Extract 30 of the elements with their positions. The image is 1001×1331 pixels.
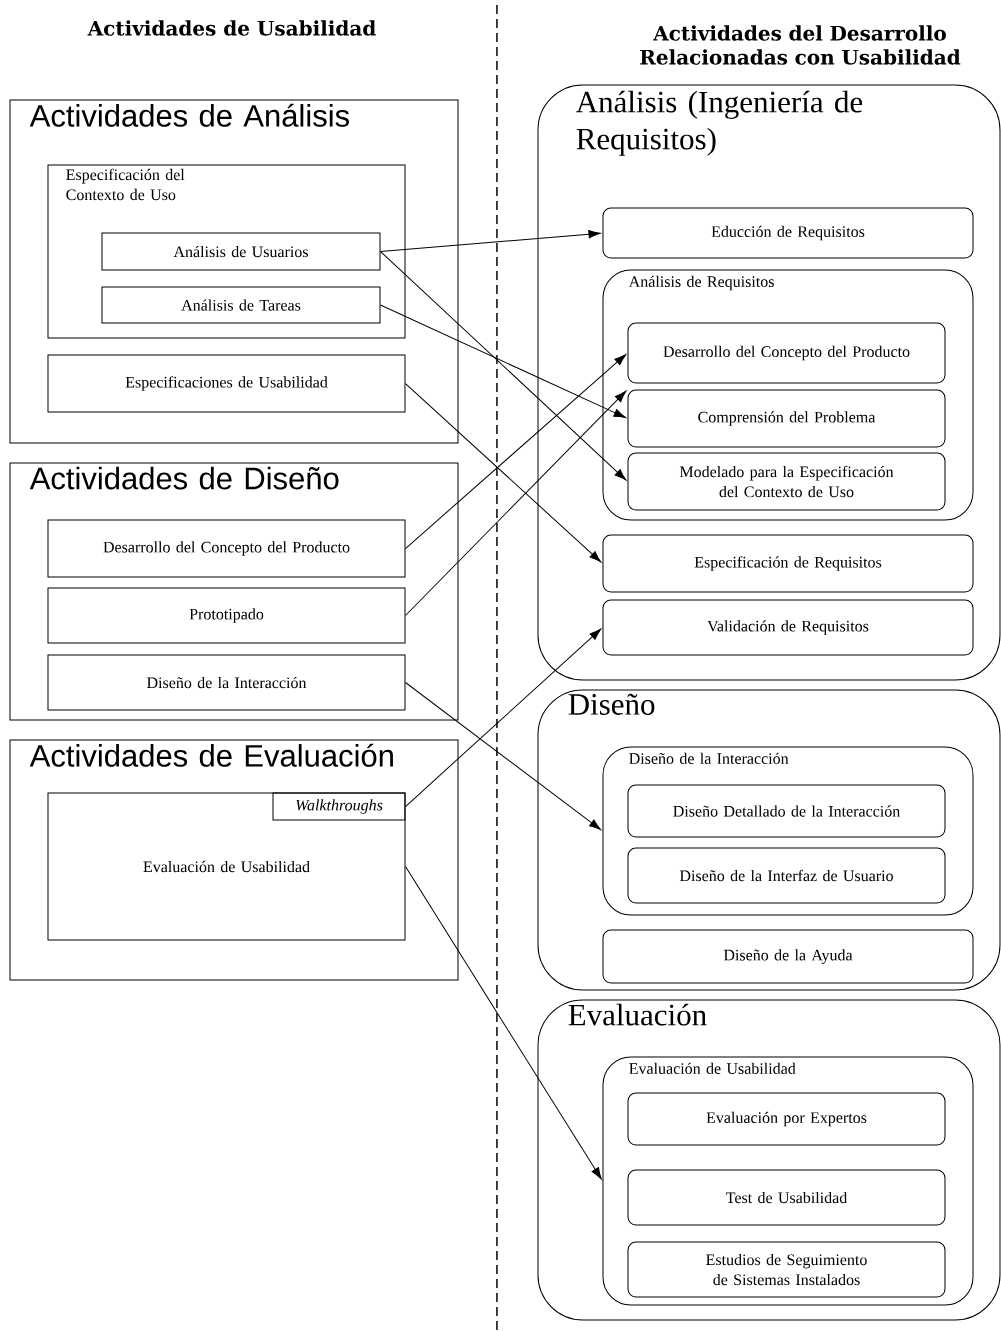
activity-box: Diseño de la Interacción xyxy=(47,654,406,711)
activity-box: Estudios de Seguimiento de Sistemas Instalados xyxy=(627,1241,946,1298)
activity-box: Análisis de Tareas xyxy=(101,286,381,324)
arrow xyxy=(380,304,626,418)
arrow xyxy=(405,682,602,831)
arrow xyxy=(380,251,627,481)
activity-box: Validación de Requisitos xyxy=(602,599,974,656)
activity-box: Especificaciones de Usabilidad xyxy=(47,354,406,413)
activity-box: Desarrollo del Concepto del Producto xyxy=(627,322,946,384)
activity-box: Evaluación por Expertos xyxy=(627,1092,946,1146)
activity-box: Walkthroughs xyxy=(272,792,406,821)
arrow xyxy=(405,383,602,563)
column-heading: Actividades de Usabilidad xyxy=(87,20,376,36)
activity-box: Prototipado xyxy=(47,587,406,644)
activity-box: Diseño de la Interfaz de Usuario xyxy=(627,847,946,904)
arrow xyxy=(405,866,602,1180)
activity-box: Test de Usabilidad xyxy=(627,1169,946,1226)
activity-box: Desarrollo del Concepto del Producto xyxy=(47,519,406,578)
arrow xyxy=(405,390,627,616)
arrow xyxy=(405,354,627,549)
activity-box: Diseño Detallado de la Interacción xyxy=(627,784,946,838)
column-heading: Actividades del Desarrollo Relacionadas con Usabilidad xyxy=(640,25,961,65)
activity-box: Diseño de la Ayuda xyxy=(602,929,974,984)
arrow xyxy=(380,229,601,252)
activity-box: Modelado para la Especificación del Contexto de Uso xyxy=(627,452,946,511)
activity-box: Especificación de Requisitos xyxy=(602,534,974,593)
arrow xyxy=(405,628,602,807)
activity-box: Educción de Requisitos xyxy=(602,207,974,259)
activity-box: Comprensión del Problema xyxy=(627,389,946,448)
activity-box: Análisis de Usuarios xyxy=(101,232,381,271)
